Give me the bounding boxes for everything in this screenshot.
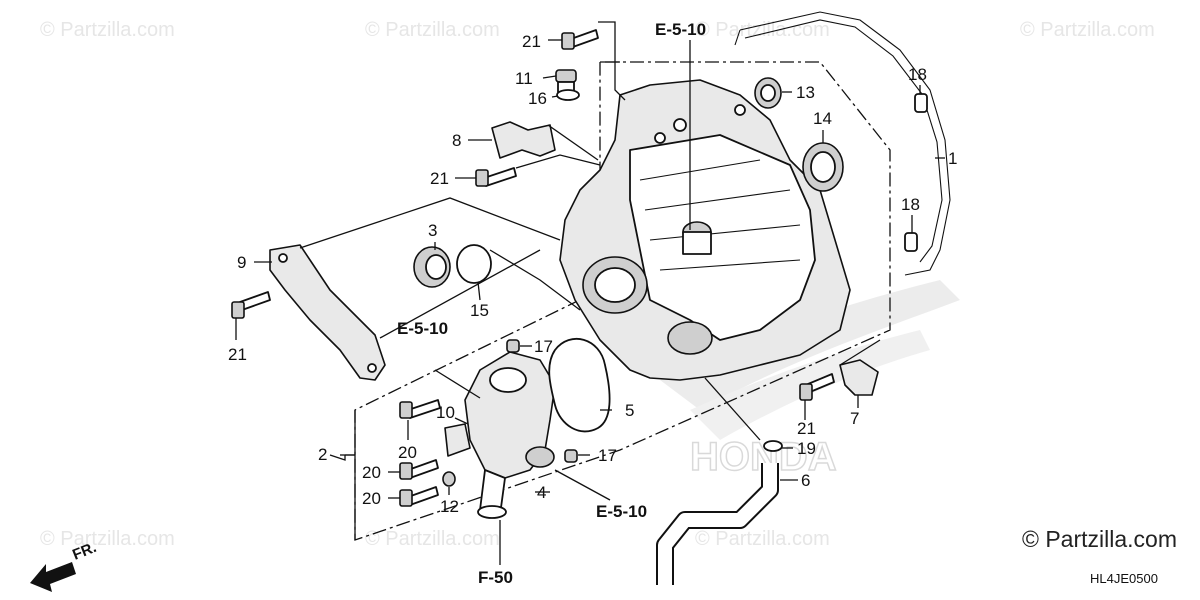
watermark: © Partzilla.com — [695, 528, 830, 550]
dowel-17 — [564, 449, 578, 463]
bolt-21 — [231, 291, 271, 319]
callout-number: 6 — [801, 471, 810, 490]
watermark: © Partzilla.com — [695, 19, 830, 41]
washer-16 — [556, 89, 580, 101]
callout-number: 14 — [813, 109, 832, 128]
washer-12 — [442, 471, 456, 487]
callout-number: 13 — [796, 83, 815, 102]
watermark: © Partzilla.com — [40, 19, 175, 41]
callout-number: 15 — [470, 301, 489, 320]
callout-number: 3 — [428, 221, 437, 240]
callout-number: 8 — [452, 131, 461, 150]
callout-number: 10 — [436, 403, 455, 422]
dowel-pin-18 — [904, 232, 918, 252]
ref-label: E-5-10 — [397, 319, 448, 338]
callout-number: 20 — [398, 443, 417, 462]
cover-plug-body — [682, 231, 712, 255]
callout-number: 21 — [430, 169, 449, 188]
callout-number: 21 — [228, 345, 247, 364]
callout-number: 21 — [797, 419, 816, 438]
oil-seal-13 — [754, 77, 782, 109]
water-pump-2 — [464, 351, 556, 519]
callout-number: 19 — [797, 439, 816, 458]
front-direction-arrow: FR. — [30, 539, 99, 592]
callout-number: 7 — [850, 409, 859, 428]
cover-bolt-hole — [673, 118, 687, 132]
bolt-21 — [561, 29, 599, 50]
callout-number: 9 — [237, 253, 246, 272]
callout-number: 11 — [515, 69, 533, 88]
drain-plug-11 — [555, 69, 577, 93]
watermark: © Partzilla.com — [365, 528, 500, 550]
callout-number: 18 — [908, 65, 927, 84]
callout-number: 17 — [534, 337, 553, 356]
callout-number: 17 — [598, 446, 617, 465]
callout-number: 16 — [528, 89, 547, 108]
hose-clamp-19 — [763, 440, 783, 452]
ref-label: F-50 — [478, 568, 513, 587]
filler-cap-3 — [413, 246, 451, 288]
cover-pump-mount — [667, 321, 713, 355]
bracket-7 — [839, 359, 879, 396]
callout-number: 2 — [318, 445, 327, 464]
oil-seal-14 — [802, 142, 844, 192]
gasket-outline — [739, 11, 951, 276]
pump-gasket-5 — [548, 337, 611, 433]
arrow-icon — [30, 562, 76, 592]
ref-label: E-5-10 — [655, 20, 706, 39]
diagram-code: HL4JE0500 — [1090, 571, 1158, 586]
cover-ribs — [639, 159, 801, 271]
callout-number: 21 — [522, 32, 541, 51]
bracket-hole — [367, 363, 377, 373]
callout-number: 12 — [440, 497, 459, 516]
bracket-hole — [278, 253, 288, 263]
watermark: © Partzilla.com — [1020, 19, 1155, 41]
partzilla-watermark: © Partzilla.com — [1022, 526, 1177, 552]
callout-number: 20 — [362, 489, 381, 508]
bolt-20 — [399, 399, 441, 419]
cover-bearing-bore — [594, 267, 636, 303]
dowel-pin-18 — [914, 93, 928, 113]
bolt-21 — [475, 167, 517, 187]
dowel-17 — [506, 339, 520, 353]
bracket-9 — [269, 244, 386, 381]
cover-group-box — [354, 61, 891, 541]
bolt-20 — [399, 486, 439, 507]
callout-number: 1 — [948, 149, 957, 168]
callout-number: 5 — [625, 401, 634, 420]
ref-label: E-5-10 — [596, 502, 647, 521]
callout-number: 4 — [537, 483, 546, 502]
leader-lines — [235, 21, 945, 565]
plate-10 — [444, 423, 471, 457]
cover-face — [629, 134, 816, 341]
watermark: © Partzilla.com — [40, 528, 175, 550]
callout-number: 18 — [901, 195, 920, 214]
watermark: © Partzilla.com — [365, 19, 500, 41]
bolt-21 — [799, 373, 835, 401]
crankcase-cover — [559, 79, 851, 381]
hose-6-inner — [658, 463, 777, 585]
gasket-tab — [734, 29, 741, 46]
callout-number: 20 — [362, 463, 381, 482]
o-ring-15 — [456, 244, 492, 284]
bolt-20 — [399, 459, 439, 480]
cover-bolt-hole — [734, 104, 746, 116]
cover-bolt-hole — [654, 132, 666, 144]
bracket-8 — [491, 121, 556, 159]
